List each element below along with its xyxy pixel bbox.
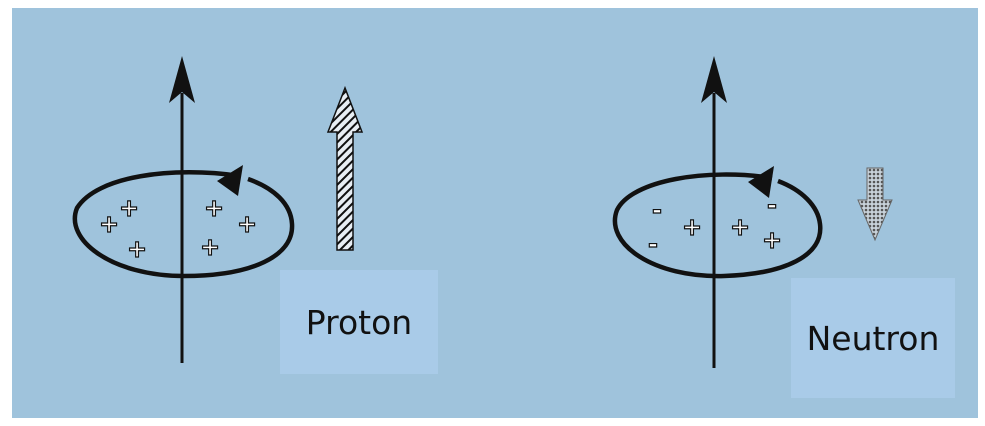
neutron-charge: - bbox=[767, 191, 777, 219]
neutron-spin-axis-icon bbox=[701, 56, 727, 368]
proton-charges: + + + + + + bbox=[99, 194, 257, 263]
proton-charge: + bbox=[119, 194, 139, 222]
neutron-charge: + bbox=[730, 213, 750, 241]
neutron-magnetic-moment-down-arrow-icon bbox=[858, 168, 892, 240]
proton-spin-axis-icon bbox=[169, 56, 195, 363]
proton-charge: + bbox=[127, 235, 147, 263]
neutron-charge: - bbox=[648, 230, 658, 258]
proton-magnetic-moment-up-arrow-icon bbox=[328, 88, 362, 250]
neutron-charge: + bbox=[682, 213, 702, 241]
proton-label: Proton bbox=[280, 270, 438, 374]
neutron-label: Neutron bbox=[791, 278, 955, 398]
neutron-charge: + bbox=[762, 226, 782, 254]
spin-diagram: + + + + + + bbox=[12, 8, 978, 418]
neutron-charge: - bbox=[652, 196, 662, 224]
proton-charge: + bbox=[200, 233, 220, 261]
proton-charge: + bbox=[99, 210, 119, 238]
proton-label-text: Proton bbox=[306, 303, 412, 342]
neutron-label-text: Neutron bbox=[807, 319, 940, 358]
proton-charge: + bbox=[204, 194, 224, 222]
neutron-rotation-icon bbox=[615, 166, 820, 276]
proton-charge: + bbox=[237, 210, 257, 238]
